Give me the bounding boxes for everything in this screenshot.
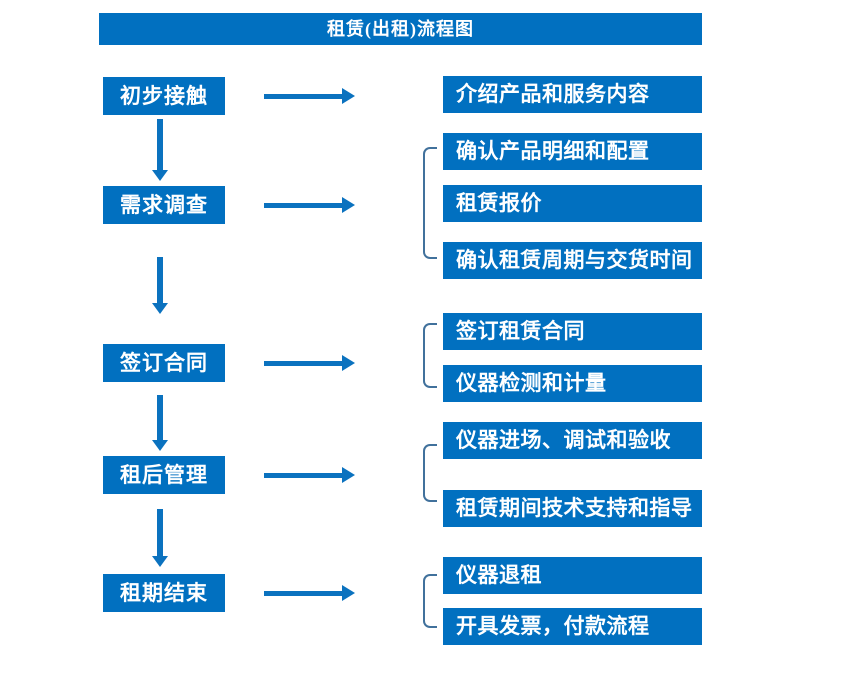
bracket-sign-contract-group [423,323,437,388]
step-box-demand-survey: 需求调查 [103,186,225,224]
right-arrow-icon-1 [264,88,355,104]
detail-box-instrument-entry: 仪器进场、调试和验收 [443,422,702,459]
right-arrow-icon-3 [264,355,355,371]
bracket-lease-end-group [423,574,437,628]
step-box-lease-end: 租期结束 [103,574,225,612]
detail-box-introduce-products: 介绍产品和服务内容 [443,76,702,113]
down-arrow-icon-1 [151,119,168,181]
detail-box-sign-rental-contract: 签订租赁合同 [443,313,702,350]
down-arrow-icon-2 [151,257,168,314]
right-arrow-icon-4 [264,467,355,483]
down-arrow-icon-3 [151,395,168,451]
down-arrow-icon-4 [151,509,168,567]
flowchart-title: 租赁(出租)流程图 [99,13,702,45]
detail-box-confirm-config: 确认产品明细和配置 [443,133,702,170]
step-box-sign-contract: 签订合同 [103,344,225,382]
right-arrow-icon-5 [264,585,355,601]
step-box-post-rental-management: 租后管理 [103,456,225,494]
detail-box-tech-support: 租赁期间技术支持和指导 [443,490,702,527]
detail-box-rental-quote: 租赁报价 [443,185,702,222]
detail-box-invoice-payment: 开具发票，付款流程 [443,608,702,645]
right-arrow-icon-2 [264,197,355,213]
step-box-initial-contact: 初步接触 [103,77,225,115]
detail-box-instrument-testing: 仪器检测和计量 [443,365,702,402]
bracket-post-rental-group [423,444,437,502]
detail-box-instrument-return: 仪器退租 [443,557,702,594]
bracket-demand-survey-group [423,147,437,259]
detail-box-confirm-period: 确认租赁周期与交货时间 [443,242,702,279]
